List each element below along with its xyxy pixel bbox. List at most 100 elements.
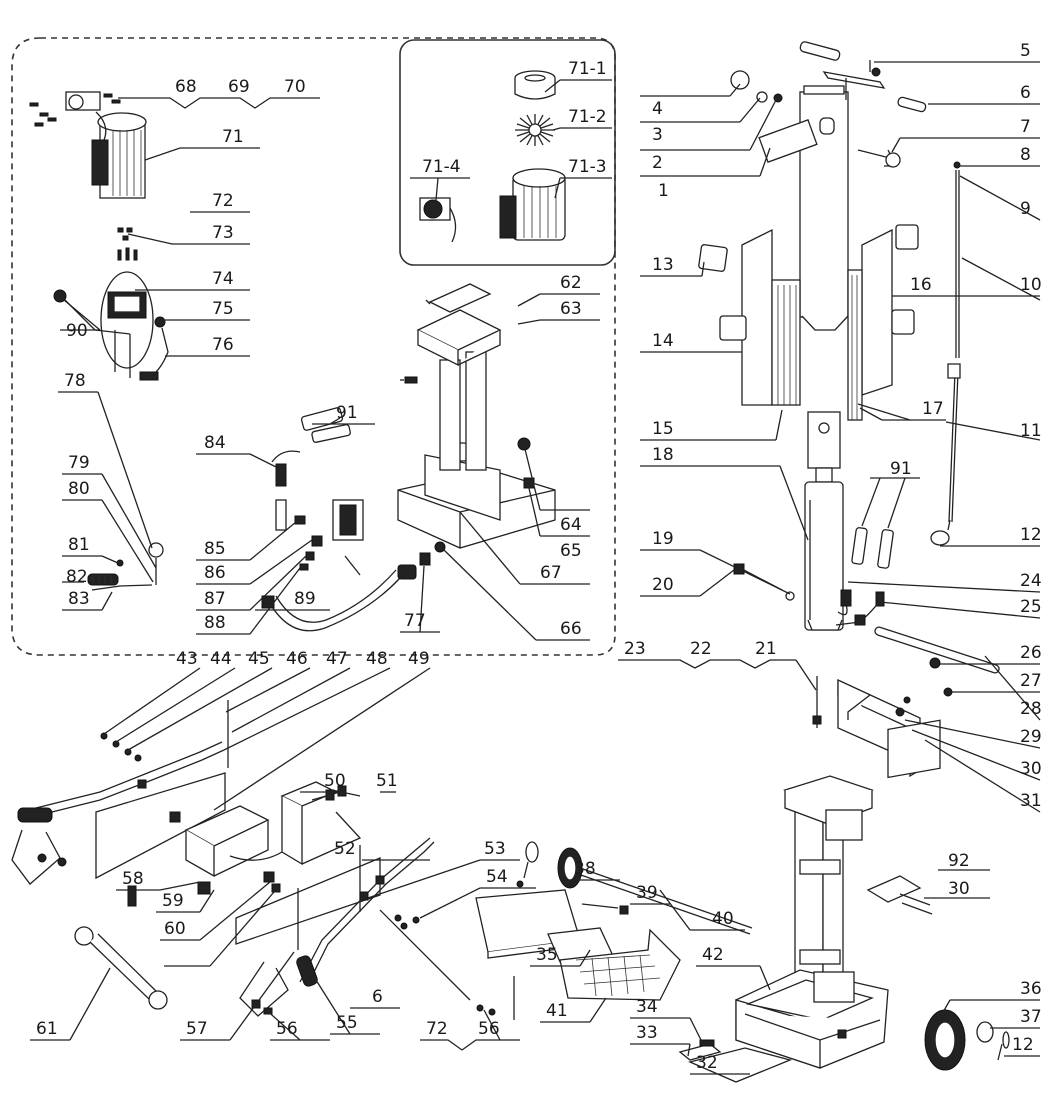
part-label: 51 xyxy=(376,771,398,791)
part-label: 14 xyxy=(652,331,674,351)
part-label: 91 xyxy=(336,403,358,423)
part-label: 44 xyxy=(210,649,232,669)
part-label: 67 xyxy=(540,563,562,583)
part-label: 58 xyxy=(122,869,144,889)
part-label: 4 xyxy=(652,99,663,119)
mount-brackets xyxy=(127,781,362,907)
part-label: 65 xyxy=(560,541,582,561)
part-label: 39 xyxy=(636,883,658,903)
part-label: 45 xyxy=(248,649,270,669)
part-label: 92 xyxy=(948,851,970,871)
part-label: 62 xyxy=(560,273,582,293)
part-label: 26 xyxy=(1020,643,1042,663)
part-label: 64 xyxy=(560,515,582,535)
part-label: 20 xyxy=(652,575,674,595)
part-label: 40 xyxy=(712,909,734,929)
part-label: 76 xyxy=(212,335,234,355)
part-label: 41 xyxy=(546,1001,568,1021)
part-label: 8 xyxy=(1020,145,1031,165)
part-label: 42 xyxy=(702,945,724,965)
part-label: 56 xyxy=(276,1019,298,1039)
part-label: 5 xyxy=(1020,41,1031,61)
part-label: 80 xyxy=(68,479,90,499)
part-label: 15 xyxy=(652,419,674,439)
part-label: 29 xyxy=(1020,727,1042,747)
part-label: 30 xyxy=(1020,759,1042,779)
part-label: 50 xyxy=(324,771,346,791)
part-label: 24 xyxy=(1020,571,1042,591)
part-label: 75 xyxy=(212,299,234,319)
pins xyxy=(311,424,894,569)
motor-assembly xyxy=(29,91,147,199)
part-label: 90 xyxy=(66,321,88,341)
part-label: 88 xyxy=(204,613,226,633)
part-label: 2 xyxy=(652,153,663,173)
part-label: 37 xyxy=(1020,1007,1042,1027)
part-label: 1 xyxy=(658,181,669,201)
part-label: 87 xyxy=(204,589,226,609)
part-label: 71-3 xyxy=(568,157,607,177)
part-label: 19 xyxy=(652,529,674,549)
part-label: 66 xyxy=(560,619,582,639)
column-assembly xyxy=(730,41,927,331)
part-label: 73 xyxy=(212,223,234,243)
part-label: 79 xyxy=(68,453,90,473)
part-label: 17 xyxy=(922,399,944,419)
part-label: 63 xyxy=(560,299,582,319)
part-label: 30 xyxy=(948,879,970,899)
part-label: 35 xyxy=(536,945,558,965)
part-label: 72 xyxy=(426,1019,448,1039)
part-label: 91 xyxy=(890,459,912,479)
part-label: 28 xyxy=(1020,699,1042,719)
part-label: 13 xyxy=(652,255,674,275)
part-label: 21 xyxy=(755,639,777,659)
part-label: 83 xyxy=(68,589,90,609)
part-label: 71-1 xyxy=(568,59,607,79)
coupling-parts xyxy=(117,227,138,261)
part-label: 70 xyxy=(284,77,306,97)
part-label: 31 xyxy=(1020,791,1042,811)
part-label: 77 xyxy=(404,611,426,631)
part-label: 10 xyxy=(1020,275,1042,295)
part-label: 54 xyxy=(486,867,508,887)
motor-variant-box xyxy=(399,39,616,266)
part-label: 86 xyxy=(204,563,226,583)
part-label: 71-2 xyxy=(568,107,607,127)
tray-and-plates xyxy=(475,719,941,1083)
part-labels: 1 2 3 4 5 6 7 8 9 10 11 12 13 14 15 16 1… xyxy=(36,41,1042,1073)
part-label: 7 xyxy=(1020,117,1031,137)
motor-variant-parts xyxy=(419,70,566,243)
part-label: 57 xyxy=(186,1019,208,1039)
part-label: 52 xyxy=(334,839,356,859)
part-label: 12 xyxy=(1020,525,1042,545)
part-label: 6 xyxy=(1020,83,1031,103)
valve-handle xyxy=(87,542,164,591)
part-label: 22 xyxy=(690,639,712,659)
right-lever-assembly xyxy=(235,837,515,1020)
part-label: 48 xyxy=(366,649,388,669)
part-label: 12 xyxy=(1012,1035,1034,1055)
part-label: 84 xyxy=(204,433,226,453)
part-label: 11 xyxy=(1020,421,1042,441)
part-label: 55 xyxy=(336,1013,358,1033)
part-label: 89 xyxy=(294,589,316,609)
part-label: 9 xyxy=(1020,199,1031,219)
splitter-frame-inset xyxy=(397,283,556,549)
part-label: 23 xyxy=(624,639,646,659)
part-label: 6 xyxy=(372,987,383,1007)
part-label: 47 xyxy=(326,649,348,669)
part-label: 61 xyxy=(36,1019,58,1039)
part-label: 68 xyxy=(175,77,197,97)
part-label: 53 xyxy=(484,839,506,859)
base-frame xyxy=(735,775,889,1069)
part-label: 82 xyxy=(66,567,88,587)
part-label: 25 xyxy=(1020,597,1042,617)
cylinder xyxy=(733,411,885,631)
guide-rods xyxy=(930,161,961,546)
part-label: 72 xyxy=(212,191,234,211)
part-label: 69 xyxy=(228,77,250,97)
part-label: 56 xyxy=(478,1019,500,1039)
part-label: 34 xyxy=(636,997,658,1017)
